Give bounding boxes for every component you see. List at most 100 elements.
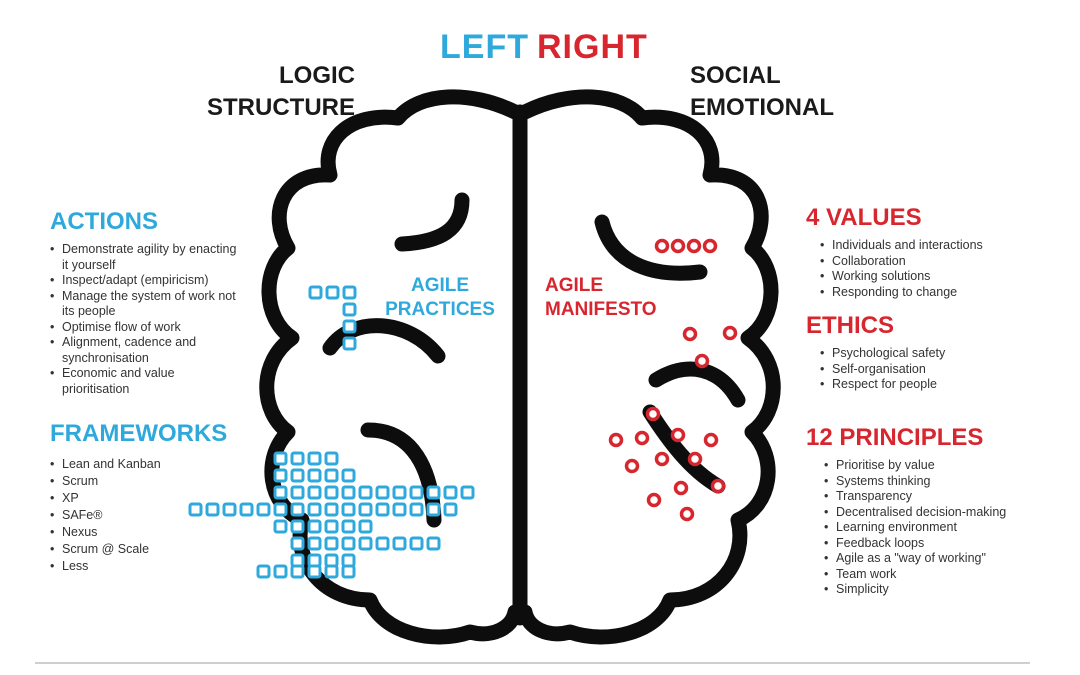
- frameworks-title: FRAMEWORKS: [50, 420, 228, 447]
- practice-square-icon: [307, 451, 322, 466]
- list-item: Simplicity: [824, 582, 1031, 598]
- values-section: 4 VALUES Individuals and interactions Co…: [806, 204, 1016, 300]
- practice-square-icon: [324, 519, 339, 534]
- list-item: Team work: [824, 567, 1031, 583]
- manifesto-circle-icon: [722, 325, 738, 341]
- practice-square-icon: [392, 502, 407, 517]
- practice-square-icon: [273, 502, 288, 517]
- right-fold-1: [594, 214, 708, 281]
- practice-square-icon: [342, 302, 357, 317]
- practice-square-icon: [392, 536, 407, 551]
- right-traits: SOCIAL EMOTIONAL: [690, 60, 890, 124]
- practice-square-icon: [324, 564, 339, 579]
- practice-square-icon: [324, 502, 339, 517]
- practice-square-icon: [273, 519, 288, 534]
- practice-square-icon: [358, 519, 373, 534]
- practice-square-icon: [273, 564, 288, 579]
- list-item: Psychological safety: [820, 346, 1016, 362]
- list-item: Working solutions: [820, 269, 1016, 285]
- list-item: SAFe®: [50, 507, 250, 524]
- principles-section: 12 PRINCIPLES Prioritise by value System…: [806, 424, 1031, 598]
- principles-title: 12 PRINCIPLES: [806, 424, 984, 451]
- left-word: LEFT: [440, 28, 529, 66]
- manifesto-circle-icon: [654, 451, 670, 467]
- practice-square-icon: [324, 536, 339, 551]
- manifesto-circle-icon: [634, 430, 650, 446]
- actions-title: ACTIONS: [50, 208, 158, 235]
- frameworks-section: FRAMEWORKS Lean and Kanban Scrum XP SAFe…: [50, 420, 250, 575]
- practice-square-icon: [409, 502, 424, 517]
- practice-square-icon: [324, 468, 339, 483]
- trait-logic: LOGIC: [279, 62, 355, 89]
- manifesto-circle-icon: [670, 427, 686, 443]
- practice-square-icon: [290, 502, 305, 517]
- manifesto-circle-icon: [686, 238, 702, 254]
- right-hemisphere-outline: [517, 89, 781, 645]
- trait-social: SOCIAL: [690, 62, 781, 89]
- practice-square-icon: [290, 485, 305, 500]
- practice-square-icon: [325, 285, 340, 300]
- list-item: Inspect/adapt (empiricism): [50, 273, 245, 289]
- practice-square-icon: [307, 519, 322, 534]
- practice-square-icon: [342, 319, 357, 334]
- practice-square-icon: [324, 451, 339, 466]
- practice-square-icon: [409, 485, 424, 500]
- right-fold-3: [642, 404, 726, 494]
- manifesto-circle-icon: [702, 238, 718, 254]
- practice-square-icon: [256, 564, 271, 579]
- practice-square-icon: [290, 519, 305, 534]
- practice-square-icon: [426, 485, 441, 500]
- list-item: Lean and Kanban: [50, 456, 250, 473]
- manifesto-circle-icon: [645, 406, 661, 422]
- manifesto-circle-icon: [654, 238, 670, 254]
- practice-square-icon: [307, 564, 322, 579]
- practice-square-icon: [342, 336, 357, 351]
- left-fold-1: [394, 192, 470, 252]
- manifesto-circle-icon: [624, 458, 640, 474]
- list-item: Economic and value prioritisation: [50, 366, 245, 397]
- left-traits: LOGIC STRUCTURE: [200, 60, 355, 124]
- left-hemisphere-outline: [259, 89, 523, 645]
- left-fold-2: [322, 318, 446, 364]
- practice-square-icon: [324, 485, 339, 500]
- practice-square-icon: [273, 468, 288, 483]
- right-word: RIGHT: [537, 28, 648, 66]
- list-item: Feedback loops: [824, 536, 1031, 552]
- practice-square-icon: [290, 451, 305, 466]
- practice-square-icon: [341, 485, 356, 500]
- practice-square-icon: [426, 502, 441, 517]
- list-item: Manage the system of work not its people: [50, 289, 245, 320]
- values-title: 4 VALUES: [806, 204, 922, 231]
- ethics-list: Psychological safety Self-organisation R…: [820, 346, 1016, 393]
- practice-square-icon: [341, 536, 356, 551]
- agile-practices-label: AGILE PRACTICES: [385, 275, 495, 320]
- list-item: Alignment, cadence and synchronisation: [50, 335, 245, 366]
- practice-square-icon: [307, 553, 322, 568]
- list-item: Responding to change: [820, 285, 1016, 301]
- practice-square-icon: [358, 485, 373, 500]
- practice-square-icon: [273, 485, 288, 500]
- practice-square-icon: [375, 485, 390, 500]
- manifesto-circle-icon: [682, 326, 698, 342]
- practice-square-icon: [358, 536, 373, 551]
- manifesto-circle-icon: [687, 451, 703, 467]
- list-item: Self-organisation: [820, 362, 1016, 378]
- principles-list: Prioritise by value Systems thinking Tra…: [824, 458, 1031, 598]
- actions-list: Demonstrate agility by enacting it yours…: [50, 242, 245, 397]
- list-item: Demonstrate agility by enacting it yours…: [50, 242, 245, 273]
- list-item: Systems thinking: [824, 474, 1031, 490]
- practice-square-icon: [324, 553, 339, 568]
- list-item: Prioritise by value: [824, 458, 1031, 474]
- manifesto-circle-icon: [608, 432, 624, 448]
- practice-square-icon: [290, 536, 305, 551]
- list-item: Scrum @ Scale: [50, 541, 250, 558]
- list-item: Decentralised decision-making: [824, 505, 1031, 521]
- practice-square-icon: [273, 451, 288, 466]
- manifesto-circle-icon: [710, 478, 726, 494]
- practice-square-icon: [375, 502, 390, 517]
- values-list: Individuals and interactions Collaborati…: [820, 238, 1016, 300]
- practice-square-icon: [392, 485, 407, 500]
- practice-square-icon: [342, 285, 357, 300]
- ethics-title: ETHICS: [806, 312, 895, 339]
- manifesto-circle-icon: [694, 353, 710, 369]
